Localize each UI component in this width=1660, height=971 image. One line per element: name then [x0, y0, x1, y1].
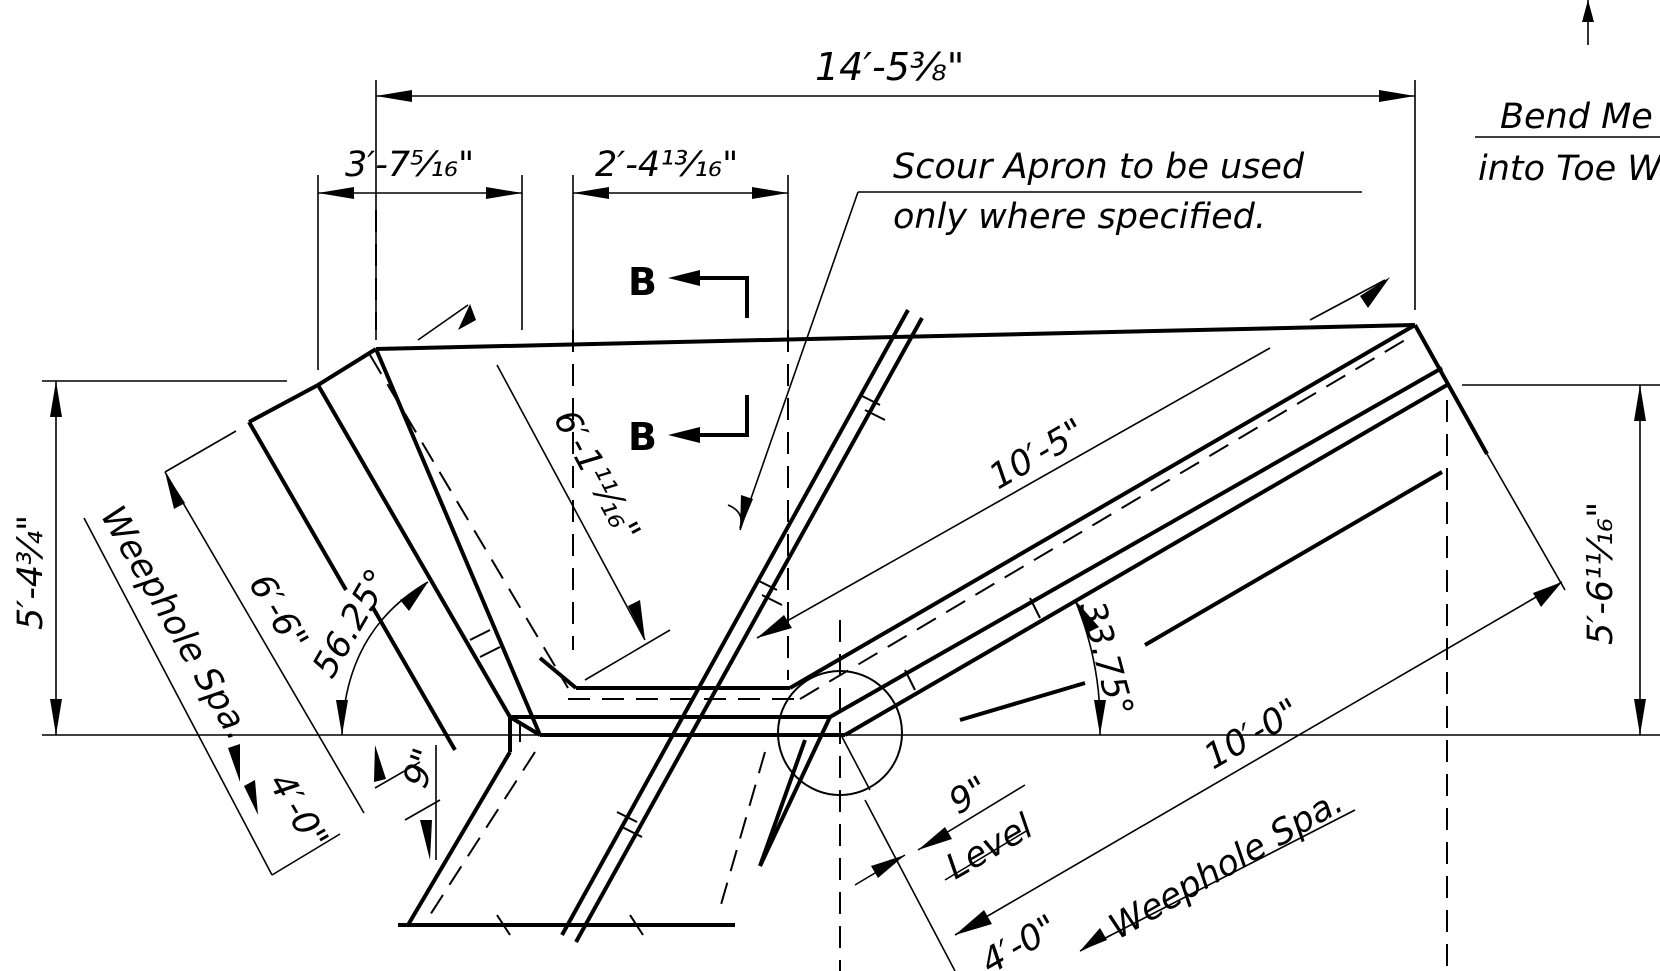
label-mid-offset: 2′-4¹³⁄₁₆"	[595, 145, 738, 185]
label-left-offset: 3′-7⁵⁄₁₆"	[345, 145, 474, 185]
label-weephole-right: Weephole Spa.	[1103, 782, 1351, 948]
section-label-bottom: B	[628, 415, 657, 459]
dimension-lines	[42, 0, 1660, 971]
headwall-outline	[247, 323, 1489, 867]
note-line-1: Scour Apron to be used	[893, 147, 1305, 187]
section-markers	[668, 270, 749, 443]
label-thick-left: 9"	[396, 743, 447, 793]
bend-note-line-2: into Toe W	[1478, 149, 1660, 189]
label-right-angle: 33.75°	[1071, 597, 1140, 721]
dimension-labels: 14′-5⅜" 3′-7⁵⁄₁₆" 2′-4¹³⁄₁₆" Scour Apron…	[11, 45, 1660, 971]
label-weephole-left: Weephole Spa.	[92, 500, 258, 748]
label-wing-lower: 10′-0"	[1198, 691, 1308, 777]
label-thick-right: 9"	[943, 769, 996, 823]
section-label-top: B	[628, 260, 657, 304]
note-line-2: only where specified.	[893, 197, 1266, 237]
label-spacing-left: 4′-0"	[260, 767, 335, 857]
label-left-height: 5′-4¾"	[11, 515, 51, 630]
bend-note-line-1: Bend Me	[1500, 97, 1653, 137]
label-right-height: 5′-6¹¹⁄₁₆"	[1581, 502, 1621, 645]
label-left-wing-length: 6′-6"	[240, 568, 315, 658]
cut-line	[560, 309, 924, 943]
label-overall-width: 14′-5⅜"	[815, 45, 964, 89]
label-left-angle: 56.25°	[305, 563, 398, 685]
scour-apron	[398, 750, 766, 936]
label-spacing-right: 4′-0"	[975, 908, 1065, 971]
label-level: Level	[940, 807, 1041, 888]
label-wing-upper: 10′-5"	[983, 411, 1093, 497]
